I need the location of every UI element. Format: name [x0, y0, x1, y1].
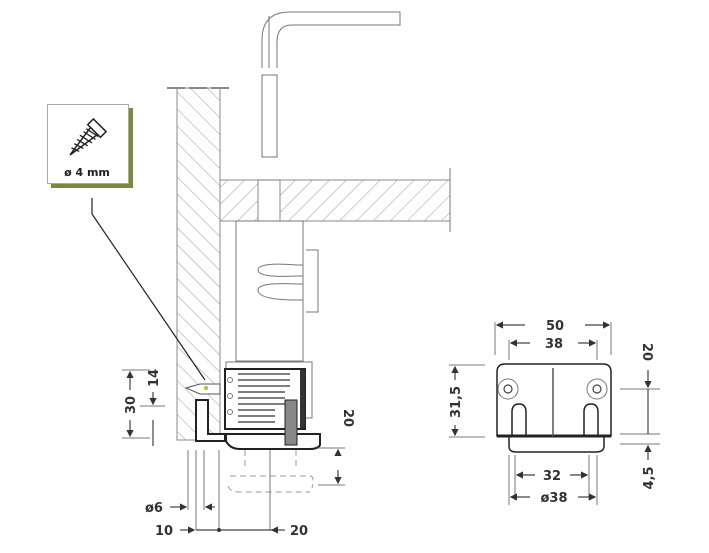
- dim-32: 32: [543, 469, 561, 484]
- dim-38: 38: [545, 337, 563, 352]
- dim-30: 30: [124, 396, 139, 414]
- dim-20-side: 20: [340, 409, 355, 427]
- leg-bracket: [195, 361, 321, 493]
- screw-diameter-label: ø 4 mm: [64, 166, 110, 179]
- dim-dia-38: ø38: [540, 491, 567, 506]
- dim-10: 10: [155, 524, 173, 539]
- dim-dia-6: ø6: [145, 501, 163, 516]
- front-view: 50 38 31,5 20 4,5 32 ø38: [449, 319, 660, 506]
- dim-20-front: 20: [639, 343, 654, 361]
- side-panel: [167, 87, 231, 441]
- dim-4-5: 4,5: [642, 466, 657, 489]
- dim-50: 50: [546, 319, 564, 334]
- side-dimensions: 30 14 20 ø6 10 20: [122, 369, 355, 539]
- dim-20-offset: 20: [290, 524, 308, 539]
- allen-key: [261, 11, 401, 158]
- screw-badge: ø 4 mm: [47, 104, 133, 188]
- screw-callout: [91, 198, 221, 395]
- screw-icon: [69, 117, 108, 156]
- dim-14: 14: [147, 369, 162, 387]
- shelf: [219, 168, 451, 232]
- dim-31-5: 31,5: [449, 386, 464, 418]
- plinth-clip: [235, 220, 319, 362]
